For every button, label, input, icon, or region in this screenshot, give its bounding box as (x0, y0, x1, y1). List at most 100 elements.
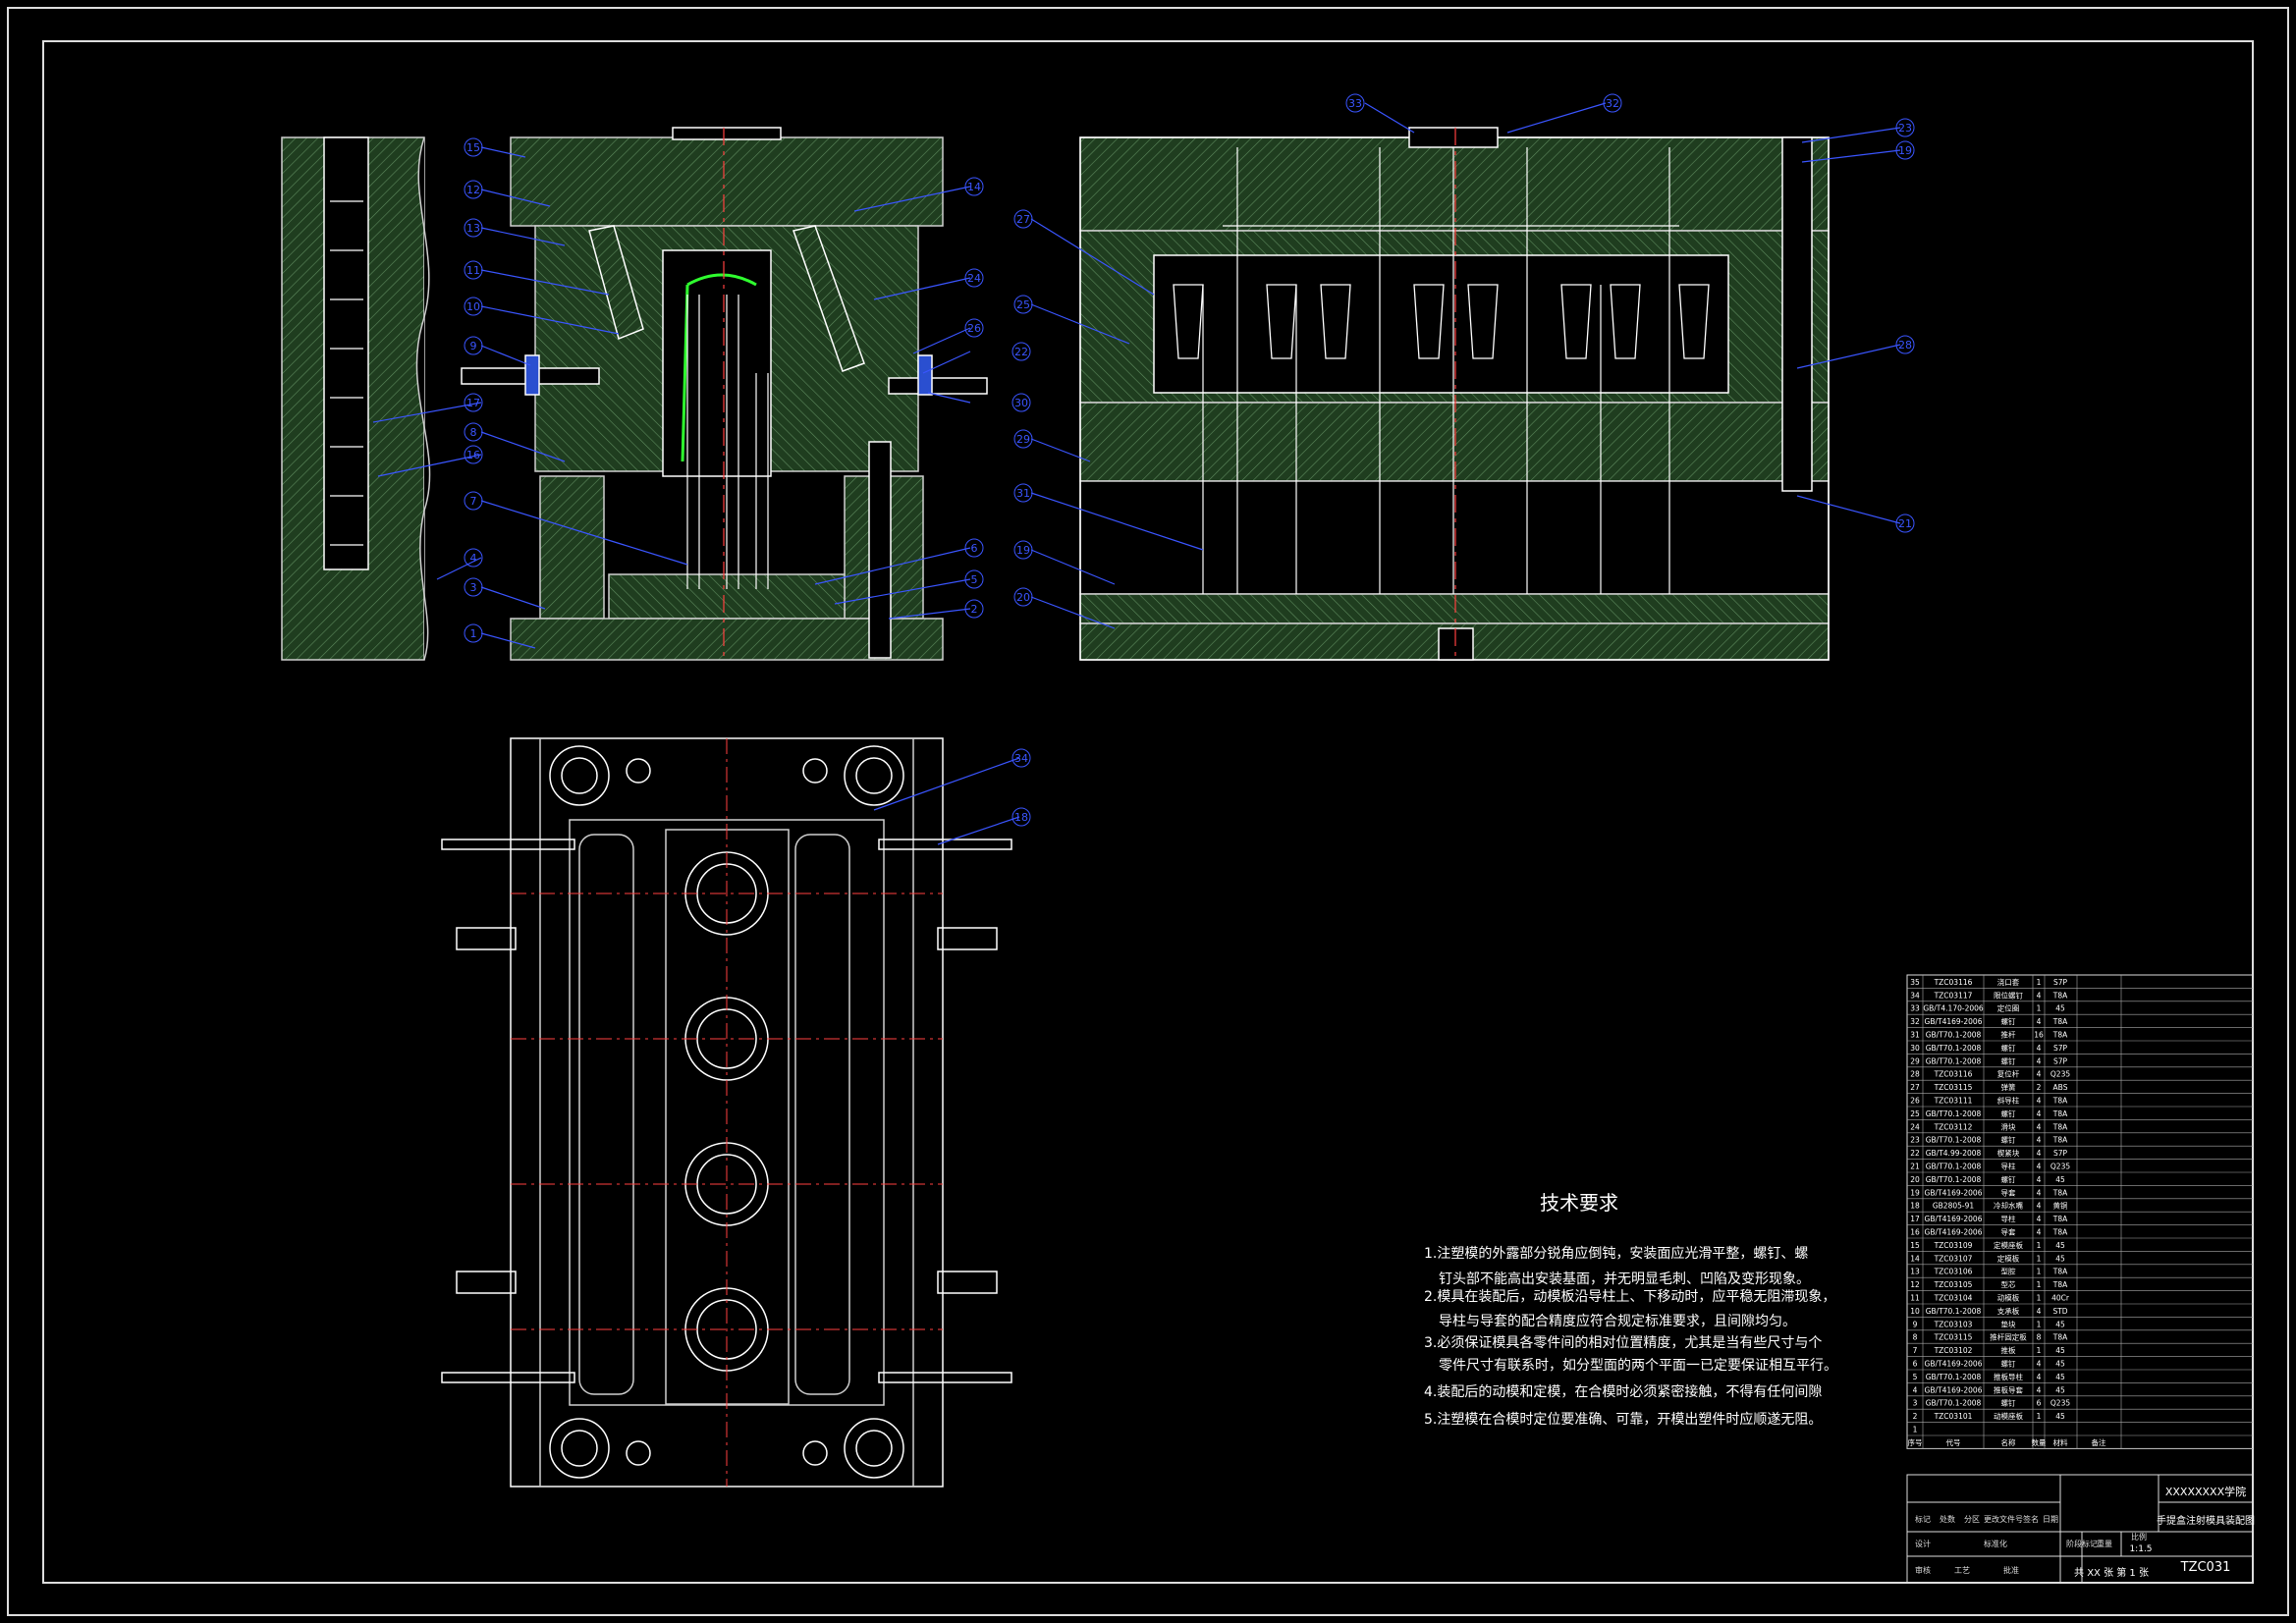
title-label: 标记 (1915, 1514, 1931, 1524)
bom-cell: 限位螺钉 (1994, 990, 2023, 1000)
balloon-label: 7 (470, 495, 477, 508)
bom-cell: 8 (1913, 1333, 1918, 1342)
bom-cell: 螺钉 (2001, 1135, 2017, 1145)
bom-cell: T8A (2052, 1136, 2068, 1145)
bom-cell: 浇口套 (1997, 977, 2020, 987)
tech-line: 零件尺寸有联系时，如分型面的两个平面一已定要保证相互平行。 (1439, 1358, 1837, 1374)
balloon: 8 (464, 422, 483, 442)
balloon-label: 1 (470, 627, 477, 640)
balloon: 1 (464, 623, 483, 643)
bom-cell: 16 (2034, 1031, 2044, 1040)
balloon-label: 34 (1014, 752, 1028, 765)
bom-cell: 推杆固定板 (1990, 1332, 2027, 1342)
bom-cell: T8A (2052, 1122, 2068, 1131)
bom-cell: GB/T70.1-2008 (1926, 1031, 1982, 1040)
bom-cell: 2 (2037, 1083, 2042, 1092)
bom-cell: 4 (2037, 1188, 2042, 1197)
bom-cell: 31 (1910, 1031, 1920, 1040)
bom-cell: 11 (1910, 1294, 1920, 1303)
balloon-label: 22 (1014, 346, 1028, 358)
bom-cell: GB/T70.1-2008 (1926, 1175, 1982, 1184)
tech-line: 5.注塑模在合模时定位要准确、可靠，开模出塑件时应顺遂无阻。 (1424, 1411, 1822, 1428)
tech-line: 导柱与导套的配合精度应符合规定标准要求，且间隙均匀。 (1439, 1313, 1796, 1329)
bom-cell: 30 (1910, 1044, 1920, 1053)
bom-cell: 23 (1910, 1136, 1920, 1145)
bom-cell: T8A (2052, 1215, 2068, 1223)
bom-cell: TZC03117 (1934, 991, 1973, 1000)
bom-cell: 17 (1910, 1215, 1920, 1223)
title-label: 签名 (2023, 1514, 2039, 1524)
bom-cell: 4 (2037, 1097, 2042, 1106)
bom-cell: T8A (2052, 1031, 2068, 1040)
inner-border (42, 40, 2254, 1584)
bom-cell: 6 (2037, 1399, 2042, 1408)
balloon: 19 (1013, 540, 1033, 560)
balloon-label: 24 (967, 272, 981, 285)
title-label: 日期 (2043, 1515, 2058, 1524)
balloon: 13 (464, 218, 483, 238)
title-block (1906, 1474, 2254, 1584)
bom-cell: 4 (2037, 1044, 2042, 1053)
bom-cell: 45 (2055, 1004, 2065, 1013)
bom-cell: GB2805-91 (1933, 1202, 1975, 1211)
bom-cell: 4 (2037, 1056, 2042, 1065)
bom-cell: GB/T4.170-2006 (1923, 1004, 1984, 1013)
bom-cell: 1 (2037, 1241, 2042, 1250)
bom-cell: 45 (2055, 1346, 2065, 1355)
bom-cell: TZC03115 (1934, 1083, 1973, 1092)
bom-cell: 推板导套 (1994, 1384, 2023, 1394)
balloon-label: 25 (1016, 298, 1030, 311)
title-label: 阶段标记 (2066, 1539, 2098, 1548)
balloon-label: 13 (466, 222, 480, 235)
balloon-label: 8 (470, 426, 477, 439)
balloon-label: 5 (971, 573, 978, 586)
balloon: 4 (464, 548, 483, 568)
bom-cell: GB/T70.1-2008 (1926, 1109, 1982, 1118)
bom-cell: 8 (2037, 1333, 2042, 1342)
balloon: 16 (464, 445, 483, 464)
bom-header-cell: 代号 (1946, 1437, 1961, 1447)
balloon: 6 (964, 538, 984, 558)
bom-cell: 螺钉 (2001, 1016, 2017, 1026)
bom-cell: 型芯 (2001, 1279, 2017, 1289)
bom-cell: TZC03103 (1934, 1320, 1973, 1328)
bom-cell: 26 (1910, 1097, 1920, 1106)
balloon: 32 (1603, 93, 1622, 113)
bom-cell: T8A (2052, 1097, 2068, 1106)
bom-cell: S7P (2053, 1149, 2068, 1158)
balloon-label: 2 (971, 603, 978, 616)
balloon-label: 30 (1014, 397, 1028, 409)
bom-cell: 定模板 (1997, 1253, 2020, 1263)
balloon: 9 (464, 336, 483, 355)
balloon-label: 3 (470, 581, 477, 594)
bom-cell: 1 (2037, 1412, 2042, 1421)
bom-cell: 2 (1913, 1412, 1918, 1421)
bom-cell: 45 (2055, 1373, 2065, 1381)
bom-cell: 4 (2037, 1017, 2042, 1026)
bom-cell: STD (2052, 1307, 2067, 1316)
bom-cell: TZC03111 (1934, 1097, 1973, 1106)
bom-cell: 45 (2055, 1385, 2065, 1394)
balloon: 10 (464, 297, 483, 316)
balloons-midleft: 27 25 29 31 19 20 (1013, 209, 1033, 607)
bom-cell: GB/T4169-2006 (1925, 1360, 1983, 1369)
balloon-label: 19 (1016, 544, 1030, 557)
bom-cell: 支承板 (1997, 1306, 2020, 1316)
bom-cell: 1 (2037, 1004, 2042, 1013)
bom-cell: 动模板 (1997, 1293, 2020, 1303)
bom-header-cell: 名称 (2001, 1437, 2017, 1447)
bom-cell: 1 (2037, 1268, 2042, 1276)
leader-lines (372, 102, 1901, 845)
balloon: 28 (1895, 335, 1915, 354)
balloons-left: 15 12 13 11 10 9 17 8 16 7 4 3 1 (464, 137, 483, 643)
balloon: 15 (464, 137, 483, 157)
technical-requirements: 技术要求 1.注塑模的外露部分锐角应倒钝，安装面应光滑平整，螺钉、螺 钉头部不能… (1424, 1191, 1837, 1428)
cavity-row (1173, 284, 1710, 359)
bom-cell: TZC03104 (1934, 1294, 1973, 1303)
bom-cell: 定模座板 (1994, 1240, 2023, 1250)
balloon: 2 (964, 599, 984, 619)
bom-cell: TZC03112 (1934, 1122, 1973, 1131)
bom-cell: T8A (2052, 1109, 2068, 1118)
bom-cell: 1 (2037, 978, 2042, 987)
bom-cell: S7P (2053, 1044, 2068, 1053)
